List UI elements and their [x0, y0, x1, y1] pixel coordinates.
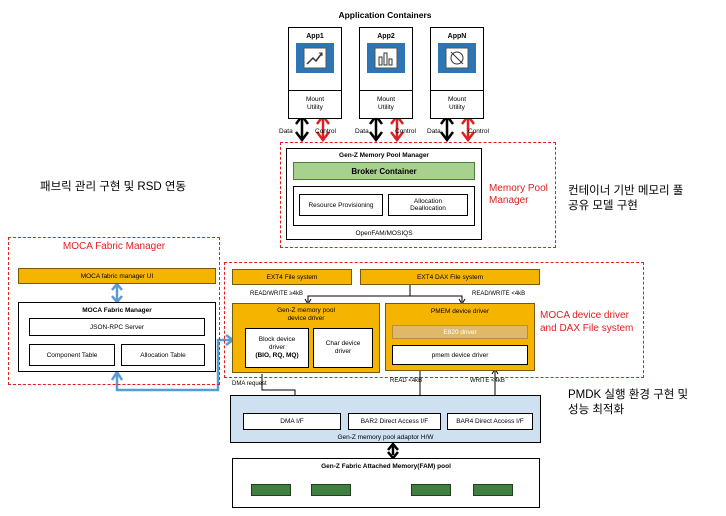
bar4-if: BAR4 Direct Access I/F — [447, 413, 533, 430]
rw-lt-label: READ/WRITE <4kB — [472, 291, 526, 297]
app-icon-bg — [438, 43, 476, 73]
app-icon-bg — [296, 43, 334, 73]
app-name: AppN — [447, 32, 467, 40]
fabric-manager-inner: MOCA Fabric Manager JSON-RPC Server Comp… — [18, 302, 216, 372]
bar-chart-icon — [374, 47, 398, 69]
block-driver-label: Block device driver — [258, 336, 296, 351]
mount-utility-label: Mount Utility — [447, 96, 467, 111]
fabric-manager-ui: MOCA fabric manager UI — [18, 268, 216, 284]
broker-inner: Resource Provisioning Allocation Dealloc… — [293, 186, 475, 226]
memory-pool-adaptor: DMA I/F BAR2 Direct Access I/F BAR4 Dire… — [230, 395, 541, 443]
control-label-n: Control — [468, 128, 489, 135]
dma-if: DMA I/F — [243, 413, 341, 430]
fam-pool: Gen-Z Fabric Attached Memory(FAM) pool — [232, 458, 540, 508]
rw-ge-label: READ/WRITE ≥4kB — [250, 291, 303, 297]
dimm-module-icon — [311, 484, 351, 496]
block-driver-sub: (BIO, RQ, MQ) — [255, 352, 299, 359]
device-driver-region — [224, 262, 644, 378]
app-container-1: App1 Mount Utility — [288, 27, 342, 119]
app-name: App2 — [377, 32, 395, 40]
pmdk-annotation: PMDK 실행 환경 구현 및 성능 최적화 — [568, 389, 689, 416]
container-pool-annotation: 컨테이너 기반 메모리 풀 공유 모델 구현 — [568, 185, 684, 212]
adaptor-footer: Gen-Z memory pool adaptor H/W — [337, 433, 434, 441]
json-rpc-server: JSON-RPC Server — [29, 318, 205, 336]
fabric-manager-title: MOCA Fabric Manager — [62, 241, 166, 252]
pmem-device-driver: PMEM device driver E820 driver pmem devi… — [385, 303, 535, 371]
memory-pool-manager-label: Memory Pool Manager — [489, 183, 548, 206]
pmem-driver-title: PMEM device driver — [430, 307, 490, 315]
allocation-table: Allocation Table — [121, 344, 205, 366]
read-label: READ <4kB — [390, 378, 423, 384]
device-driver-label: MOCA device driver and DAX File system — [540, 310, 634, 334]
ext4-file-system: EXT4 File system — [232, 269, 352, 285]
pool-manager-title: Gen-Z Memory Pool Manager — [339, 151, 429, 159]
dimm-module-icon — [251, 484, 291, 496]
pmem-dev-driver: pmem device driver — [392, 345, 528, 365]
app-name: App1 — [306, 32, 324, 40]
data-label-2: Data — [355, 128, 369, 135]
app-icon-bg — [367, 43, 405, 73]
memory-pool-manager-region — [280, 142, 556, 248]
block-device-driver: Block device driver (BIO, RQ, MQ) — [245, 328, 309, 368]
genz-driver-title: Gen-Z memory pool device driver — [277, 307, 335, 322]
fabric-manager-inner-title: MOCA Fabric Manager — [82, 306, 152, 314]
app-container-2: App2 Mount Utility — [359, 27, 413, 119]
fabric-manager-region — [8, 237, 220, 385]
allocation-box: Allocation Deallocation — [388, 194, 468, 216]
dma-request-label: DMA request — [232, 381, 267, 387]
e820-driver: E820 driver — [392, 325, 528, 339]
resource-provisioning-box: Resource Provisioning — [299, 194, 383, 216]
fam-arrow — [387, 442, 399, 460]
cycle-diagram-icon — [445, 47, 469, 69]
ext4-dax-file-system: EXT4 DAX File system — [360, 269, 540, 285]
fam-title: Gen-Z Fabric Attached Memory(FAM) pool — [321, 462, 451, 470]
dimm-module-icon — [411, 484, 451, 496]
write-label: WRITE <4kB — [470, 378, 505, 384]
broker-container: Broker Container — [293, 162, 475, 180]
control-label-1: Control — [315, 128, 336, 135]
data-label-n: Data — [427, 128, 441, 135]
control-label-2: Control — [395, 128, 416, 135]
line-chart-icon — [303, 47, 327, 69]
mount-utility-label: Mount Utility — [305, 96, 325, 111]
component-table: Component Table — [29, 344, 115, 366]
mount-utility-label: Mount Utility — [376, 96, 396, 111]
genz-device-driver: Gen-Z memory pool device driver Block de… — [232, 303, 380, 373]
bar2-if: BAR2 Direct Access I/F — [348, 413, 441, 430]
char-device-driver: Char device driver — [313, 328, 373, 368]
fabric-impl-annotation: 패브릭 관리 구현 및 RSD 연동 — [40, 181, 187, 193]
dimm-module-icon — [473, 484, 513, 496]
app-container-n: AppN Mount Utility — [430, 27, 484, 119]
app-containers-title: Application Containers — [338, 10, 432, 20]
data-label-1: Data — [279, 128, 293, 135]
gen-z-memory-pool-manager: Gen-Z Memory Pool Manager Broker Contain… — [286, 148, 482, 240]
openfam-label: OpenFAM/MOSIQS — [355, 229, 413, 237]
